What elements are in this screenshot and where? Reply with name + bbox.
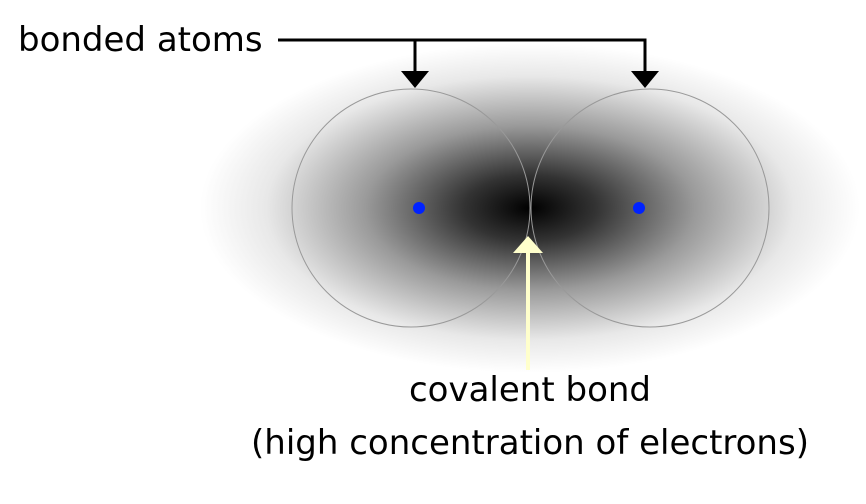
- right-atom-outline: [530, 88, 770, 328]
- covalent-bond-note: (high concentration of electrons): [251, 423, 809, 463]
- right-nucleus: [633, 202, 645, 214]
- bonded-atoms-label: bonded atoms: [18, 20, 263, 60]
- right-arrowhead-icon: [631, 71, 659, 88]
- covalent-bond-label: covalent bond: [409, 370, 651, 410]
- bond-arrowhead-icon: [513, 236, 543, 253]
- left-nucleus: [413, 202, 425, 214]
- bonded-atoms-pointer: [278, 38, 647, 72]
- left-atom-outline: [291, 88, 531, 328]
- left-arrowhead-icon: [401, 71, 429, 88]
